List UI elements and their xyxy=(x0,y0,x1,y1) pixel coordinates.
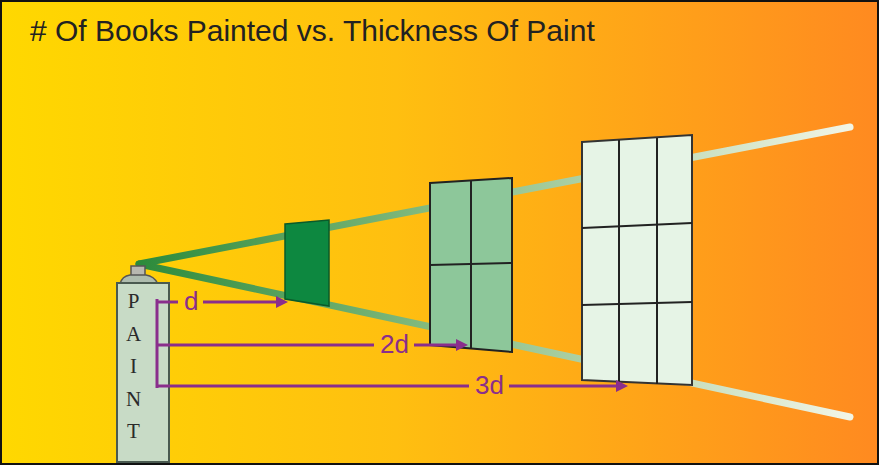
paint-panel xyxy=(285,220,329,306)
can-label: PAINT xyxy=(123,285,144,448)
paint-panel xyxy=(430,178,512,352)
paint-can: PAINT xyxy=(117,285,169,448)
can-body xyxy=(117,283,169,462)
arrowheads xyxy=(276,296,628,392)
dimension-arrows xyxy=(157,299,618,388)
dimension-label: 2d xyxy=(380,329,409,359)
dimension-label: 3d xyxy=(475,370,504,400)
dimension-label: d xyxy=(184,286,198,316)
paint-panel xyxy=(582,135,692,385)
diagram-title: # Of Books Painted vs. Thickness Of Pain… xyxy=(30,14,595,48)
